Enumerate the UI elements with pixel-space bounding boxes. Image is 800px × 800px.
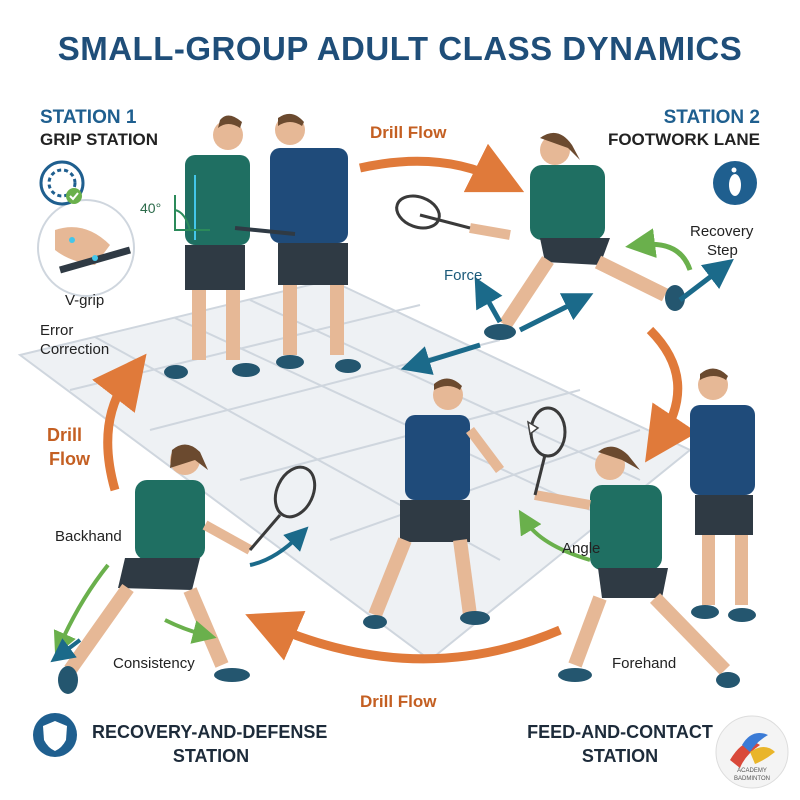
svg-text:ACADEMY: ACADEMY — [737, 768, 767, 774]
recovery-step-label-line2: Step — [707, 242, 738, 259]
drill-flow-arrow-right — [645, 326, 698, 463]
station1-number: STATION 1 — [40, 107, 137, 128]
station2-motion-arrows — [400, 228, 734, 375]
page-title: SMALL-GROUP ADULT CLASS DYNAMICS — [57, 30, 743, 67]
force-label: Force — [444, 267, 483, 284]
station3-name-line1: RECOVERY-AND-DEFENSE — [92, 722, 328, 742]
station4-name-line1: FEED-AND-CONTACT — [527, 722, 713, 742]
center-player-figure — [363, 378, 504, 629]
station3-name-line2: STATION — [172, 746, 250, 766]
vgrip-label: V-grip — [65, 292, 105, 309]
angle-label: Angle — [562, 540, 601, 557]
recovery-step-label-line1: Recovery — [690, 223, 754, 240]
station4-coach-figure — [690, 368, 756, 622]
station1-student-figure — [164, 115, 260, 379]
forehand-label: Forehand — [612, 655, 677, 672]
consistency-label: Consistency — [113, 655, 195, 672]
station3-motion-arrows — [50, 526, 309, 663]
drill-flow-label-top: Drill Flow — [370, 123, 447, 142]
footprint-icon — [713, 161, 757, 205]
drill-flow-label-bottom: Drill Flow — [360, 692, 437, 711]
station1-coach-figure — [234, 113, 361, 373]
station2-number: STATION 2 — [663, 107, 760, 128]
svg-text:BADMINTON: BADMINTON — [734, 776, 770, 782]
shuttlecock-icon — [526, 420, 540, 436]
drill-flow-arrow-left — [92, 353, 147, 492]
station2-player-figure — [395, 132, 685, 340]
drill-flow-label-left-line1: Drill — [47, 425, 83, 445]
error-correction-label-line1: Error — [40, 322, 74, 339]
station4-player-figure — [526, 406, 740, 688]
drill-flow-arrow-bottom — [245, 610, 562, 664]
backhand-label: Backhand — [55, 528, 122, 545]
academy-logo: ACADEMY BADMINTON — [715, 715, 789, 789]
angle-40-marker — [174, 195, 210, 231]
station4-name-line2: STATION — [581, 746, 659, 766]
drill-flow-arrow-top — [359, 143, 525, 193]
angle-40-label: 40° — [140, 200, 162, 216]
station4-angle-arrow — [518, 509, 591, 562]
station2-name: FOOTWORK LANE — [607, 130, 760, 149]
vgrip-inset — [37, 199, 135, 297]
drill-flow-label-left-line2: Flow — [49, 449, 90, 469]
gear-check-icon — [39, 160, 85, 206]
station3-player-figure — [58, 444, 317, 694]
station1-name: GRIP STATION — [40, 130, 159, 149]
shield-icon — [33, 713, 77, 757]
error-correction-label-line2: Correction — [40, 341, 110, 358]
